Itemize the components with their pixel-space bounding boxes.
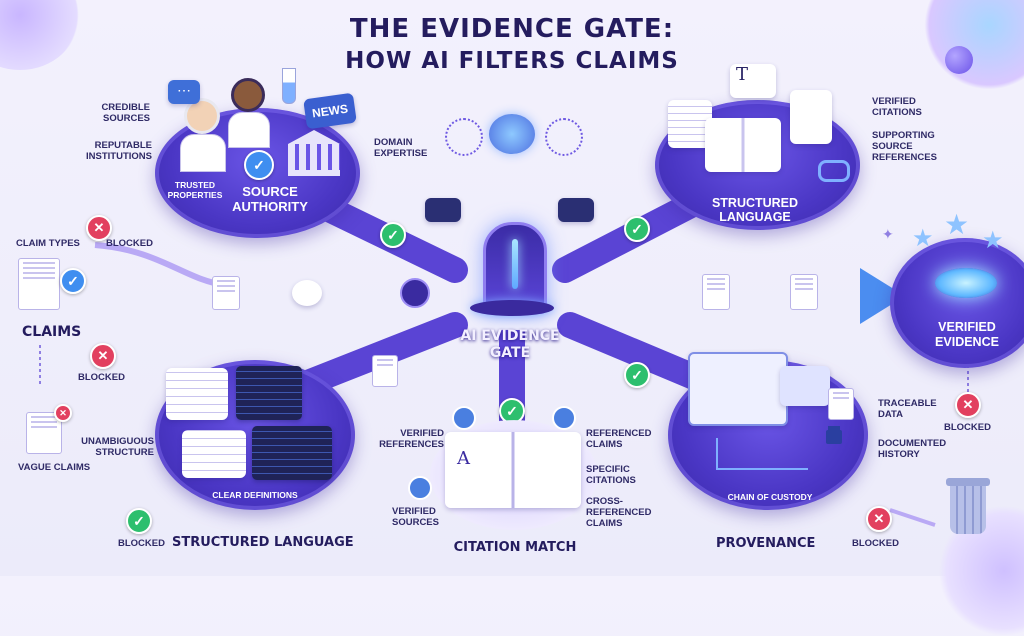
callout-verified-citations: VERIFIED CITATIONS — [872, 96, 922, 118]
expert-figure-woman — [228, 78, 270, 148]
table-panel-2 — [182, 430, 246, 478]
callout-reputable-institutions: REPUTABLE INSTITUTIONS — [86, 140, 152, 162]
glowing-pedestal — [935, 268, 997, 298]
code-panel-1 — [236, 366, 302, 420]
verified-check-icon: ✓ — [244, 150, 274, 180]
clear-definitions-label: CLEAR DEFINITIONS — [212, 490, 298, 500]
provenance-doc-icon — [828, 388, 854, 420]
document-icon-top: T — [730, 64, 776, 98]
open-book-icon-citation: A — [445, 432, 581, 508]
star-icon-right: ★ — [982, 227, 1004, 254]
callout-documented-history: DOCUMENTED HISTORY — [878, 438, 947, 460]
source-authority-title: SOURCE AUTHORITY — [232, 184, 308, 214]
citation-doc-icon — [790, 90, 832, 144]
callout-credible-sources: CREDIBLE SOURCES — [101, 102, 150, 124]
check-icon-structured-bottom: ✓ — [126, 508, 152, 534]
expert-figure-man — [180, 98, 226, 172]
check-icon-sl-path: ✓ — [624, 216, 650, 242]
evidence-gate-label: AI EVIDENCE GATE — [460, 328, 560, 361]
star-icon-center: ★ — [944, 209, 970, 240]
title-line-1: THE EVIDENCE GATE: — [349, 14, 675, 44]
callout-supporting-source-references: SUPPORTING SOURCE REFERENCES — [872, 130, 937, 163]
open-book-icon-top — [705, 118, 781, 172]
scroll-doc-icon-mid — [372, 355, 398, 387]
test-tube-icon — [282, 68, 296, 104]
brain-network-illustration — [437, 110, 587, 180]
claim-types-label: CLAIM TYPES — [16, 238, 80, 249]
structured-language-bottom-label: STRUCTURED LANGUAGE — [172, 535, 354, 550]
blocked-icon-claim-types: ✕ — [86, 215, 112, 241]
vague-claims-x-icon: ✕ — [54, 404, 72, 422]
unambiguous-structure-label: UNAMBIGUOUS STRUCTURE — [81, 436, 154, 458]
gate-portal — [483, 222, 547, 314]
star-icon-left: ★ — [912, 225, 934, 252]
chain-of-custody-label: CHAIN OF CUSTODY — [727, 492, 813, 502]
claims-label: CLAIMS — [22, 324, 82, 340]
callout-specific-citations: SPECIFIC CITATIONS — [586, 464, 636, 486]
blocked-label-1: BLOCKED — [106, 238, 153, 249]
title-line-2: HOW AI FILTERS CLAIMS — [345, 48, 679, 74]
provenance-screen-panel — [688, 352, 788, 426]
flow-chat-icon — [292, 280, 322, 306]
provenance-bottom-label: PROVENANCE — [716, 536, 816, 551]
chart-panel-left — [425, 198, 461, 222]
link-icon-citation-right — [552, 406, 576, 430]
sparkle-icon: ✦ — [882, 226, 894, 242]
neural-node-icon — [400, 278, 430, 308]
blocked-icon-verified: ✕ — [955, 392, 981, 418]
gate-base — [470, 300, 554, 316]
verified-evidence-hub — [890, 238, 1024, 368]
callout-verified-references: VERIFIED REFERENCES — [379, 428, 444, 450]
lock-icon — [826, 430, 842, 444]
callout-cross-referenced-claims: CROSS-REFERENCED CLAIMS — [586, 496, 652, 529]
flow-doc-icon-2 — [702, 274, 730, 310]
trusted-properties-label: TRUSTED PROPERTIES — [167, 180, 223, 200]
institution-building-icon — [288, 130, 340, 178]
chart-panel-right — [558, 198, 594, 222]
chat-bubble-icon: ⋯ — [168, 80, 200, 104]
verified-evidence-label: VERIFIED EVIDENCE — [935, 320, 999, 349]
orb-decoration — [945, 46, 973, 74]
callout-verified-sources: VERIFIED SOURCES — [392, 506, 439, 528]
link-icon-citation-left — [452, 406, 476, 430]
chain-link-icon-top — [818, 160, 850, 182]
blocked-label-provenance: BLOCKED — [852, 538, 899, 549]
trash-bin-icon — [946, 478, 990, 538]
code-panel-2 — [252, 426, 332, 480]
blocked-label-3: BLOCKED — [118, 538, 165, 549]
callout-traceable-data: TRACEABLE DATA — [878, 398, 937, 420]
blocked-label-2: BLOCKED — [78, 372, 125, 383]
flow-doc-icon-3 — [790, 274, 818, 310]
structured-language-title-top: STRUCTURED LANGUAGE — [711, 196, 799, 224]
vague-claims-label: VAGUE CLAIMS — [18, 462, 91, 473]
callout-referenced-claims: REFERENCED CLAIMS — [586, 428, 652, 450]
blocked-label-verified: BLOCKED — [944, 422, 991, 433]
claims-scroll-icon — [18, 258, 60, 310]
spreadsheet-icon — [668, 100, 712, 148]
check-icon-prov-path: ✓ — [624, 362, 650, 388]
node-chain-diagram — [716, 438, 808, 470]
blocked-icon-provenance: ✕ — [866, 506, 892, 532]
provenance-node-panel — [780, 366, 830, 406]
link-icon-verified-sources — [408, 476, 432, 500]
check-icon-sa-path: ✓ — [380, 222, 406, 248]
citation-match-label: CITATION MATCH — [453, 540, 577, 555]
flow-doc-icon-1 — [212, 276, 240, 310]
claims-check-icon: ✓ — [60, 268, 86, 294]
blocked-icon-claims: ✕ — [90, 343, 116, 369]
callout-domain-expertise: DOMAIN EXPERTISE — [374, 137, 428, 159]
table-panel-1 — [166, 368, 228, 420]
